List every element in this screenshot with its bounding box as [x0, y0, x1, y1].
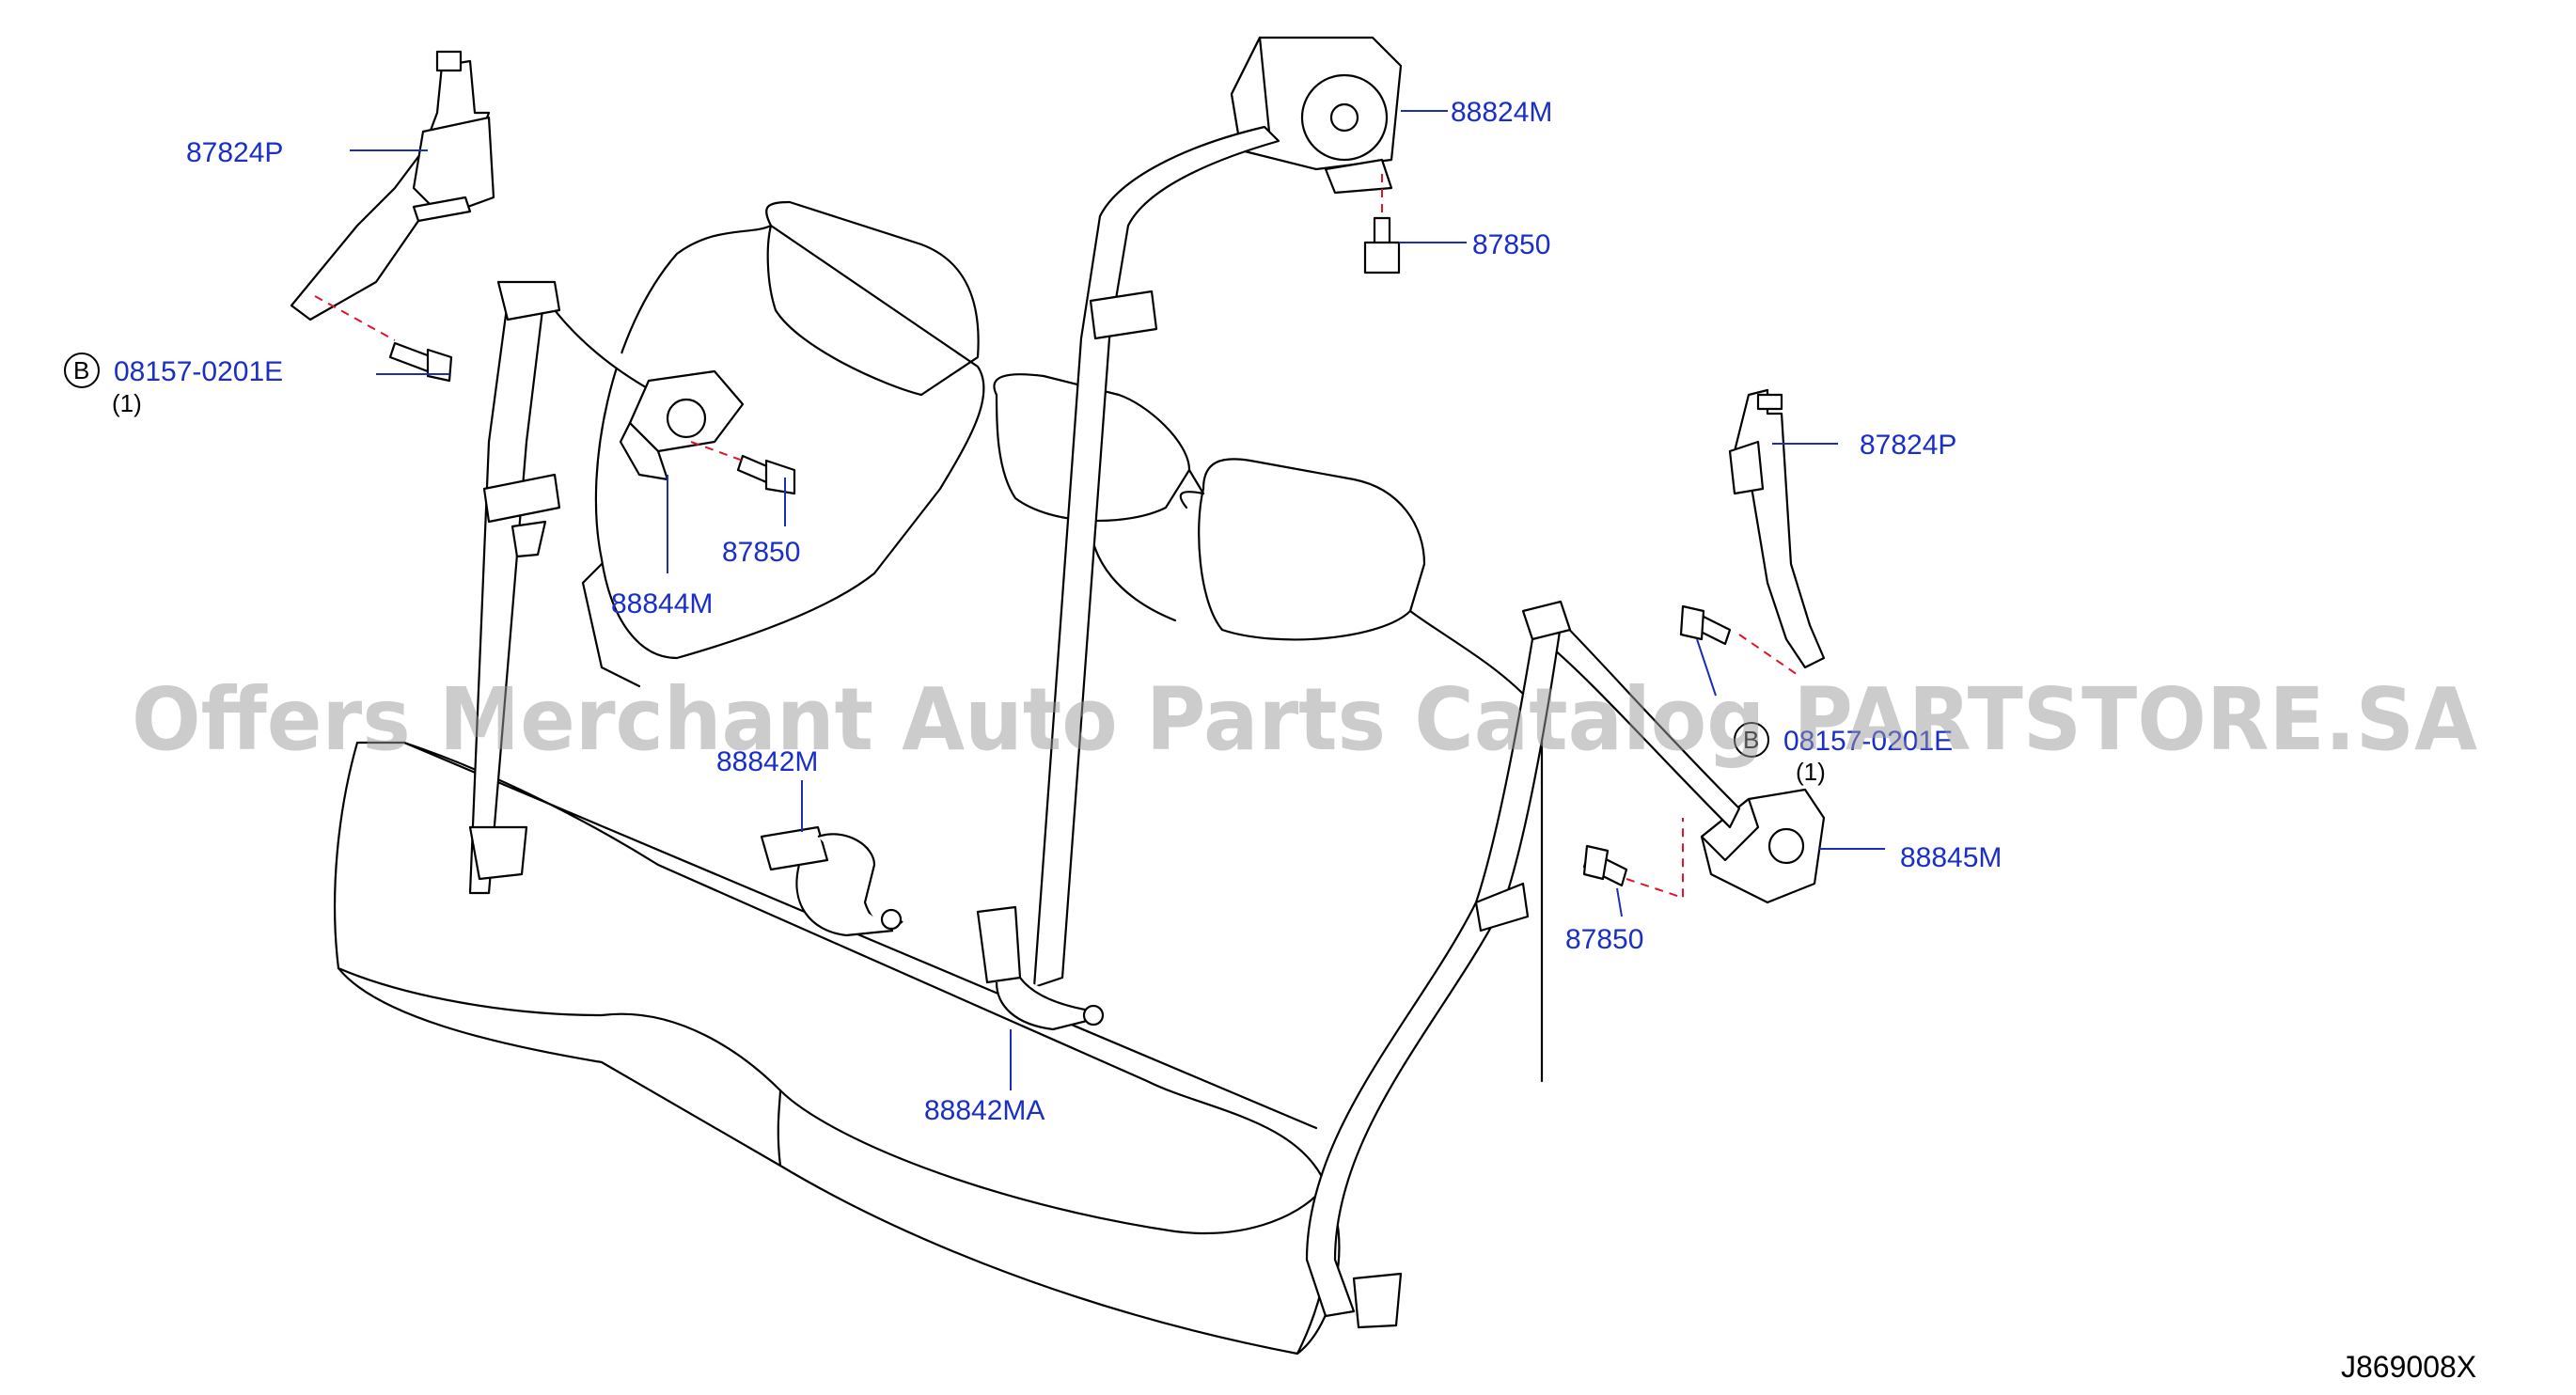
- bolt-87850-top: [1363, 216, 1401, 274]
- label-88842ma[interactable]: 88842MA: [924, 1095, 1045, 1126]
- qty-08157-left: (1): [112, 389, 142, 417]
- b-symbol-circle-right: [1734, 722, 1769, 758]
- label-88845m[interactable]: 88845M: [1900, 842, 2002, 873]
- leader-lines: [350, 110, 1885, 1090]
- retractor-88844m: [619, 369, 745, 481]
- rear-seat-outline: [333, 200, 1544, 1356]
- part-labels: 87824P B 08157-0201E (1) 87850 88844M 88…: [64, 97, 2476, 1384]
- b-symbol-left: B: [73, 356, 89, 384]
- b-symbol-right: B: [1743, 726, 1759, 754]
- anchor-bracket-87824p-right: [1728, 388, 1826, 669]
- diagram-reference-code: J869008X: [2341, 1350, 2476, 1384]
- buckle-88842ma: [976, 905, 1105, 1031]
- label-88842m[interactable]: 88842M: [716, 746, 818, 777]
- qty-08157-right: (1): [1796, 758, 1826, 786]
- label-87824p-left[interactable]: 87824P: [186, 137, 283, 168]
- retractor-88824m: [1230, 36, 1403, 195]
- watermark: Offers Merchant Auto Parts Catalog PARTS…: [132, 669, 2477, 770]
- right-shoulder-belt: [1305, 600, 1741, 1329]
- bolt-87850-right: [1582, 844, 1628, 887]
- bolt-87850-left: [736, 454, 796, 495]
- label-87824p-right[interactable]: 87824P: [1860, 430, 1956, 461]
- buckle-88842m: [760, 825, 903, 937]
- label-88844m[interactable]: 88844M: [611, 588, 713, 619]
- bolt-08157-left: [388, 341, 453, 383]
- center-shoulder-belt: [1032, 125, 1280, 989]
- label-87850-top[interactable]: 87850: [1472, 229, 1550, 260]
- label-87850-left[interactable]: 87850: [722, 537, 800, 568]
- anchor-bracket-87824p-left: [290, 50, 495, 321]
- bolt-08157-right: [1679, 604, 1732, 646]
- label-08157-right[interactable]: 08157-0201E: [1783, 726, 1953, 757]
- label-88824m[interactable]: 88824M: [1451, 97, 1552, 128]
- left-shoulder-belt: [468, 280, 715, 895]
- label-87850-right[interactable]: 87850: [1565, 924, 1643, 955]
- label-08157-left[interactable]: 08157-0201E: [114, 356, 283, 387]
- alignment-dash-lines: [314, 174, 1801, 900]
- b-symbol-circle-left: [64, 353, 100, 388]
